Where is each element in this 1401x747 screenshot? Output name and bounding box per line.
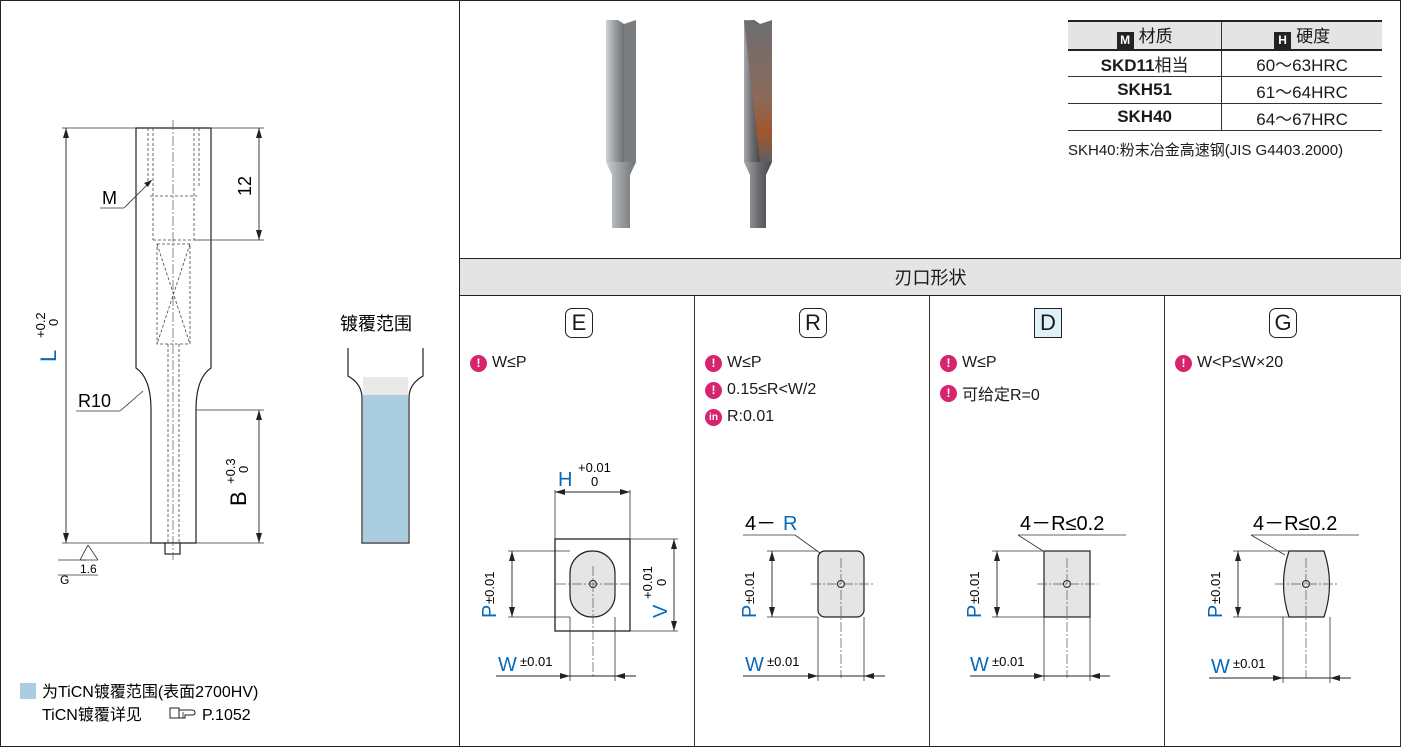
corner-label: 4－R≤0.2 — [1020, 513, 1104, 535]
surface-roughness-symbol: 1.6 G — [58, 544, 99, 587]
warning-icon: ! — [705, 354, 722, 372]
coating-ref-text: TiCN镀覆详见 — [42, 706, 142, 724]
shape-column-e: E ! W≤P H +0.01 0 P ±0.01 V +0.01 0 — [460, 296, 695, 747]
dim-p-label: P — [739, 605, 761, 618]
dim-m-label: M — [102, 188, 117, 208]
dim-v-tol-upper: +0.01 — [640, 566, 655, 599]
punch-outline — [135, 127, 212, 555]
corner-label: 4－R≤0.2 — [1253, 513, 1337, 535]
warning-icon: ! — [470, 354, 487, 372]
warning-icon: ! — [705, 381, 722, 399]
dim-p-label: P — [1205, 605, 1227, 618]
dim-p-tol: ±0.01 — [742, 572, 757, 604]
dim-p-tol: ±0.01 — [482, 572, 497, 604]
coating-range-figure — [347, 348, 424, 544]
shape-letter-r: R — [799, 308, 827, 338]
leader-m: M — [100, 179, 153, 209]
dim-v-tol-lower: 0 — [654, 579, 669, 586]
shape-column-d: D ! W≤P ! 可给定R=0 4－R≤0.2 P ±0.01 W ±0.01 — [930, 296, 1165, 747]
dimension-l: L +0.2 0 — [33, 127, 151, 544]
shape-note: in R:0.01 — [705, 408, 774, 426]
dim-b-label: B — [226, 491, 251, 506]
dim-h-tol-upper: +0.01 — [578, 460, 611, 475]
dim-l-tol-lower: 0 — [46, 319, 61, 326]
shape-g-outline — [1282, 550, 1331, 618]
dim-w-label: W — [970, 654, 989, 676]
dim-w-label: W — [1211, 656, 1230, 678]
shape-d-drawing: 4－R≤0.2 P ±0.01 W ±0.01 — [964, 513, 1126, 681]
dim-v-label: V — [650, 604, 672, 618]
warning-icon: ! — [1175, 354, 1192, 372]
hardness-badge-icon: H — [1274, 31, 1292, 49]
coating-ref-page: P.1052 — [202, 707, 251, 724]
roughness-value: 1.6 — [80, 562, 97, 576]
shape-r-drawing: 4－ R P ±0.01 W ±0.01 — [739, 513, 885, 681]
dim-p-label: P — [479, 605, 501, 618]
dim-w-tol: ±0.01 — [767, 654, 799, 669]
warning-icon: ! — [940, 354, 957, 372]
dim-p-label: P — [964, 605, 986, 618]
punch-photos — [606, 20, 772, 228]
punch-hidden-lines — [147, 128, 200, 543]
shape-note: ! W≤P — [940, 354, 997, 372]
product-photo-and-spec-area — [460, 0, 1401, 258]
table-row: SKH40 64～67HRC — [1068, 103, 1382, 131]
coating-legend-swatch — [20, 683, 36, 699]
shape-note: ! 可给定R=0 — [940, 381, 1040, 405]
shape-letter-d: D — [1034, 308, 1062, 338]
roughness-g: G — [60, 573, 69, 587]
coating-area — [363, 395, 408, 542]
dim-w-tol: ±0.01 — [520, 654, 552, 669]
dim-r10-label: R10 — [78, 391, 111, 411]
leader-r10: R10 — [76, 390, 144, 412]
pointing-hand-icon — [169, 707, 196, 719]
shape-e-drawing: H +0.01 0 P ±0.01 V +0.01 0 W ±0.01 — [479, 460, 678, 681]
punch-photo-dark — [744, 20, 772, 228]
dimension-b: B +0.3 0 — [196, 409, 264, 544]
dim-b-tol-upper: +0.3 — [223, 458, 238, 484]
punch-drawing-panel: L +0.2 0 12 M R10 — [0, 0, 460, 747]
dim-h-label: H — [558, 469, 572, 491]
dim-p-tol: ±0.01 — [1208, 572, 1223, 604]
dimension-12: 12 — [194, 127, 264, 241]
dim-h-tol-lower: 0 — [591, 474, 598, 489]
dim-12-label: 12 — [235, 176, 255, 196]
punch-technical-drawing: L +0.2 0 12 M R10 — [20, 120, 424, 724]
material-badge-icon: M — [1116, 31, 1134, 49]
punch-photo-bright — [606, 20, 636, 228]
corner-prefix: 4－ — [745, 513, 776, 535]
dim-l-tol-upper: +0.2 — [33, 312, 48, 338]
shape-note: ! W≤P — [470, 354, 527, 372]
table-row: SKD11相当 60～63HRC — [1068, 49, 1382, 77]
shape-letter-g: G — [1269, 308, 1297, 338]
dim-w-label: W — [745, 654, 764, 676]
dim-p-tol: ±0.01 — [967, 572, 982, 604]
coating-legend-text: 为TiCN镀覆范围(表面2700HV) — [42, 683, 258, 701]
dim-w-tol: ±0.01 — [992, 654, 1024, 669]
dim-w-label: W — [498, 654, 517, 676]
warning-icon: ! — [940, 384, 957, 402]
coating-range-title: 镀覆范围 — [340, 314, 412, 334]
dim-b-tol-lower: 0 — [236, 466, 251, 473]
shape-letter-e: E — [565, 308, 593, 338]
shape-column-r: R ! W≤P ! 0.15≤R<W/2 in R:0.01 4－ R P ±0… — [695, 296, 930, 747]
shape-note: ! W<P≤W×20 — [1175, 354, 1283, 372]
shape-note: ! W≤P — [705, 354, 762, 372]
shape-note: ! 0.15≤R<W/2 — [705, 381, 816, 399]
material-note: SKH40:粉末冶金高速钢(JIS G4403.2000) — [1068, 142, 1344, 159]
dim-l-label: L — [36, 350, 61, 362]
shape-column-g: G ! W<P≤W×20 4－R≤0.2 P ±0.01 W ±0.01 — [1165, 296, 1401, 747]
dim-w-tol: ±0.01 — [1233, 656, 1265, 671]
edge-shape-header: 刃口形状 — [460, 258, 1401, 296]
shape-g-drawing: 4－R≤0.2 P ±0.01 W ±0.01 — [1205, 513, 1359, 683]
info-icon: in — [705, 408, 722, 426]
corner-r-label: R — [783, 513, 797, 535]
table-row: SKH51 61～64HRC — [1068, 76, 1382, 104]
